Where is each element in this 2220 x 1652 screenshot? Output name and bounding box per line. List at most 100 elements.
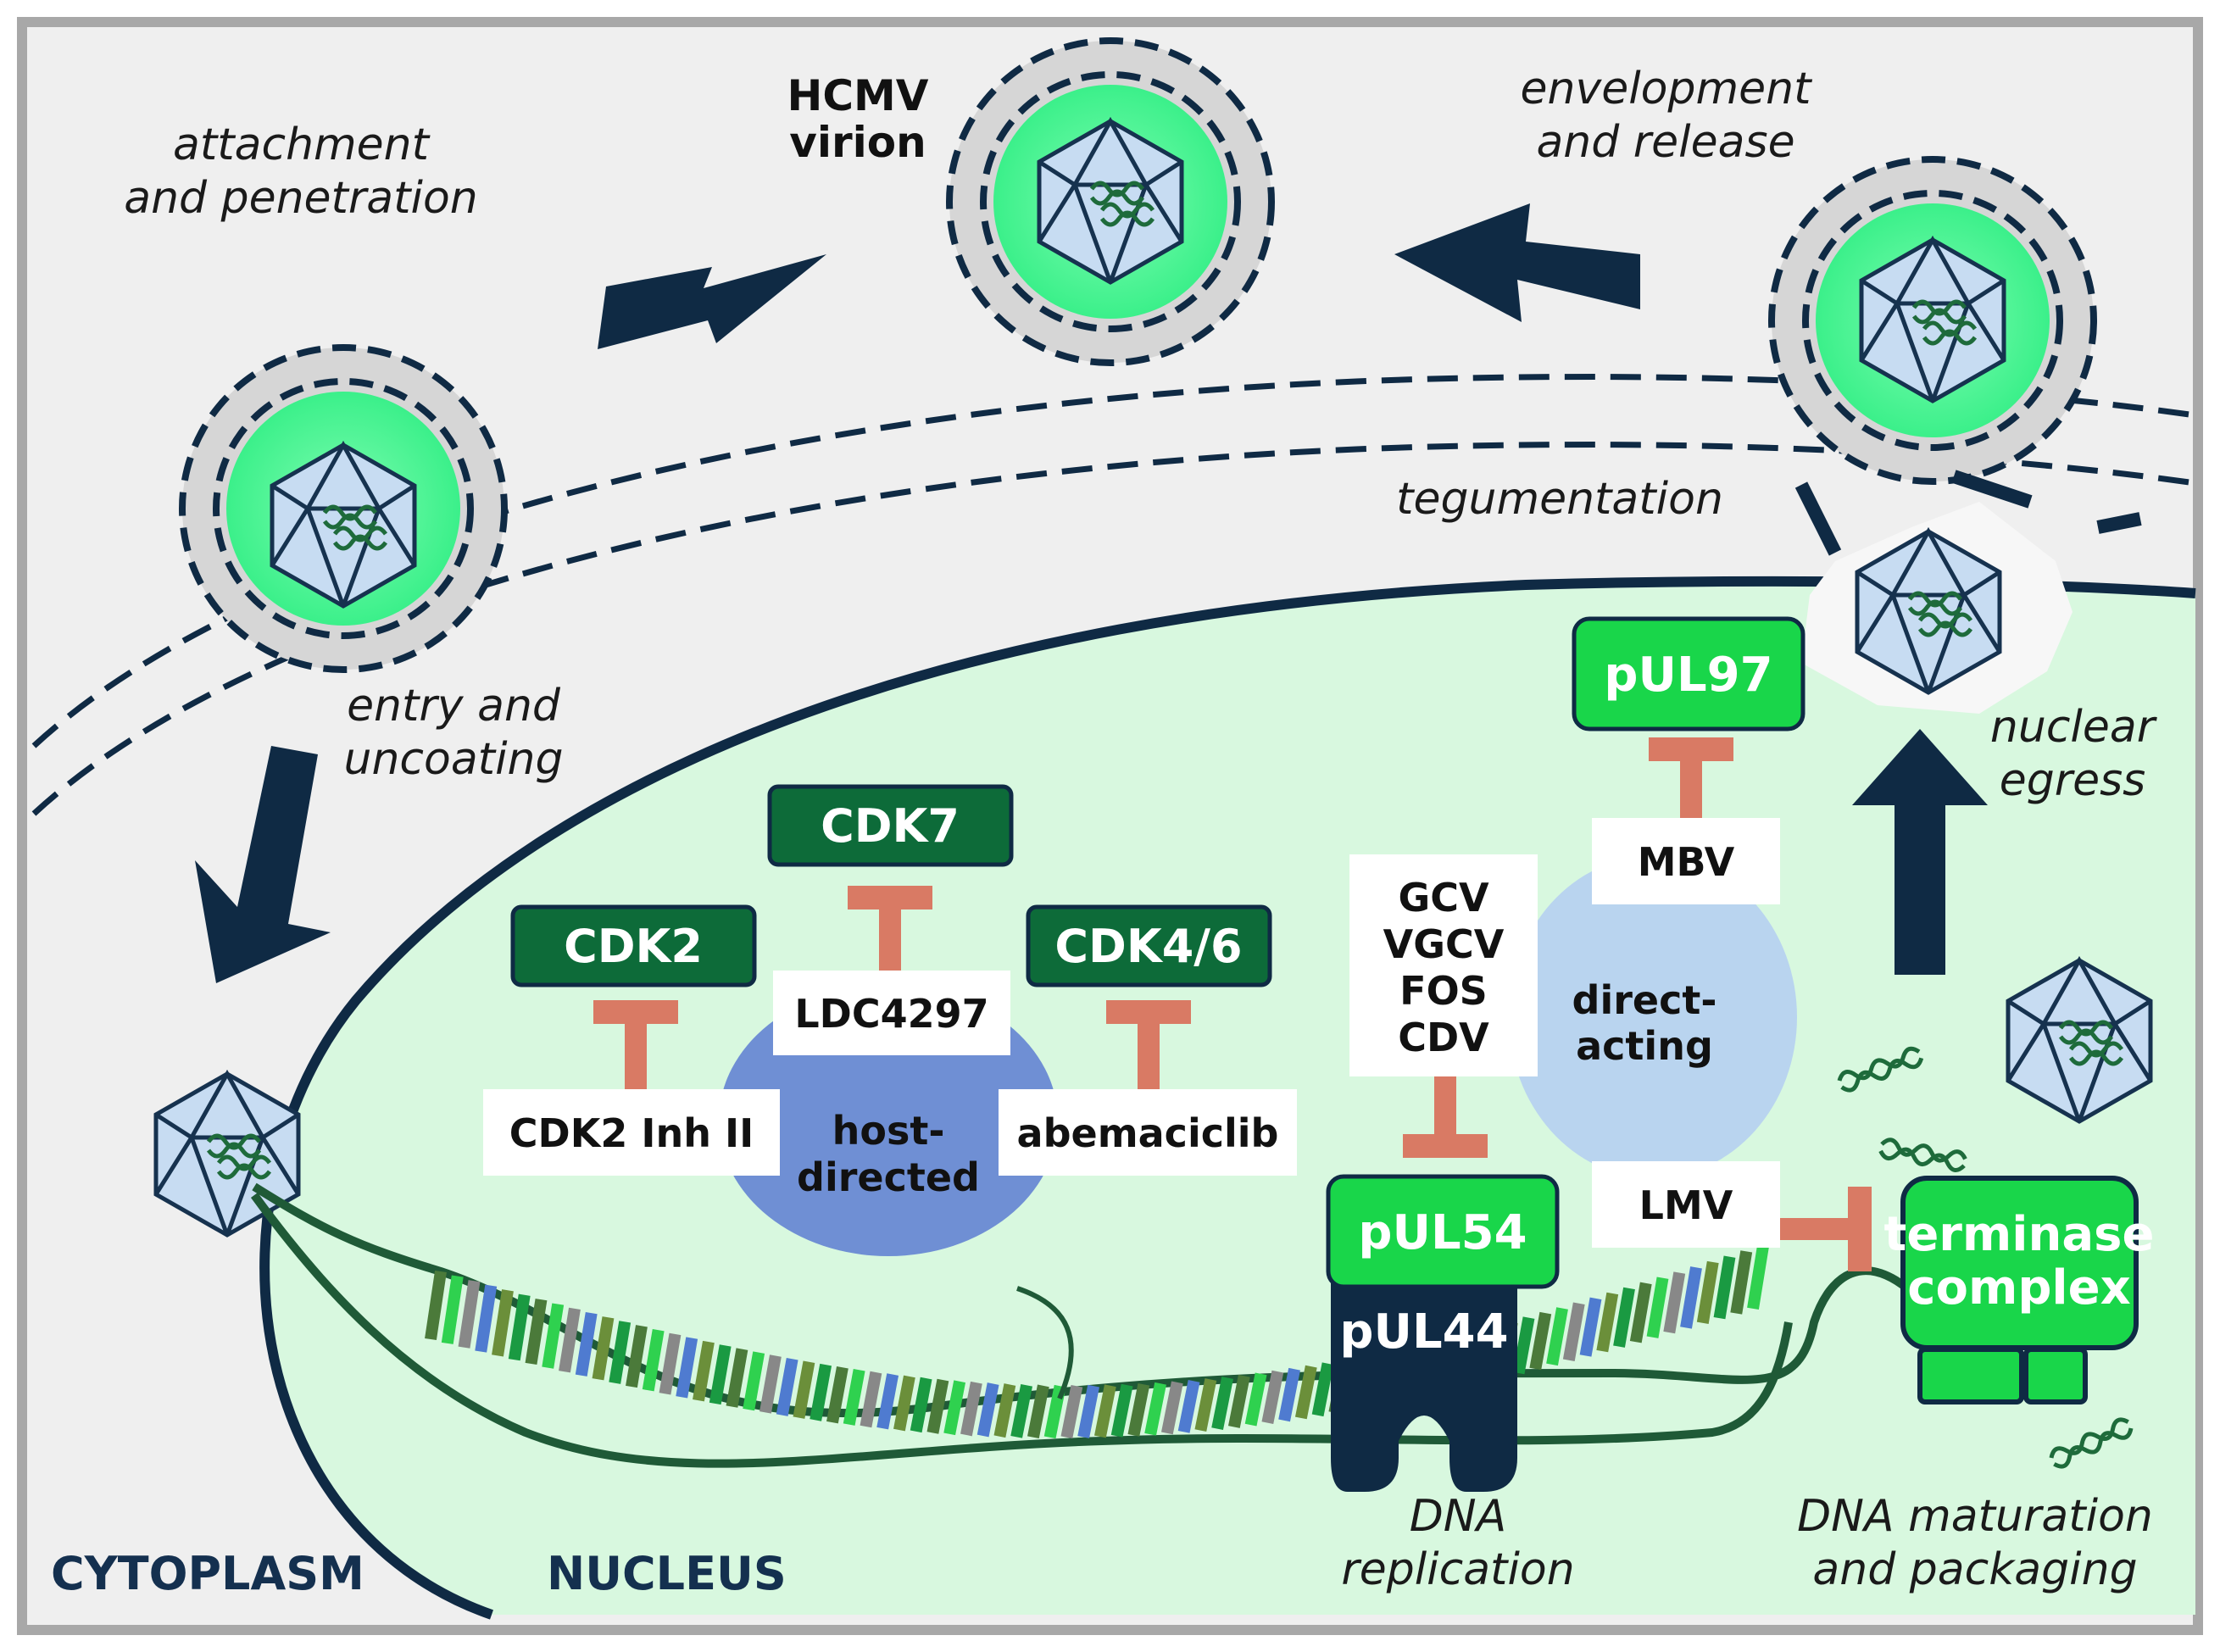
dna-rung <box>1127 1382 1150 1437</box>
dna-rung <box>1194 1378 1217 1432</box>
dna-rung <box>1278 1367 1300 1422</box>
dna-rung <box>826 1366 848 1424</box>
target-pul97: pUL97 <box>1572 616 1805 731</box>
inhibitor-terminase <box>1848 1187 1872 1271</box>
dna-rung <box>926 1378 949 1434</box>
inhibitor-cdk46-stem <box>1138 1024 1160 1093</box>
inhibitor-pul97 <box>1649 737 1733 761</box>
target-cdk46: CDK4/6 <box>1026 904 1272 987</box>
dna-rung <box>993 1383 1016 1438</box>
dna-rung <box>1177 1379 1200 1433</box>
enveloping-virion <box>1768 156 2097 485</box>
dna-rung <box>1529 1311 1552 1371</box>
dna-rung <box>843 1368 865 1426</box>
dna-replication-label-line2: replication <box>1341 1544 1574 1595</box>
dna-rung <box>709 1344 732 1405</box>
target-cdk2: CDK2 <box>510 904 757 987</box>
direct-acting-blob <box>1509 856 1797 1178</box>
tegumentation-capsid <box>1794 470 2142 714</box>
dna-rung <box>559 1307 581 1373</box>
inhibitor-symbols <box>593 737 1872 1271</box>
dna-rung <box>1747 1244 1769 1310</box>
attachment-label-line1: attachment <box>173 120 431 170</box>
dna-rung <box>1077 1384 1099 1438</box>
cdk2-label: CDK2 <box>564 920 703 973</box>
dna-rung <box>810 1363 832 1421</box>
dna-rung <box>492 1289 514 1357</box>
arrow-release-to-attachment <box>598 254 826 349</box>
dna-rung <box>759 1354 782 1414</box>
dna-rung <box>1261 1370 1284 1424</box>
dna-rung <box>726 1348 748 1408</box>
dna-maturation-label-line1: DNA maturation <box>1797 1491 2153 1542</box>
dna-maturation-label-line2: and packaging <box>1812 1544 2137 1595</box>
dna-rung <box>1244 1372 1267 1427</box>
arrow-nuclear-egress <box>1852 729 1988 975</box>
terminase-complex: terminase complex <box>1884 1176 2155 1404</box>
dna-rung <box>525 1299 548 1366</box>
drug-pul54-list: GCV VGCV FOS CDV <box>1349 854 1538 1076</box>
dna-rung <box>776 1357 798 1416</box>
dna-rung <box>1680 1266 1702 1329</box>
hcmv-label-line2: virion <box>789 118 926 167</box>
lifecycle-arrows <box>195 203 1988 983</box>
dna-rung <box>1010 1383 1033 1438</box>
host-directed-label-line2: directed <box>797 1154 980 1200</box>
dna-replication-label-line1: DNA <box>1410 1491 1507 1542</box>
dna-rung <box>1311 1362 1334 1417</box>
dna-rung <box>1512 1316 1535 1375</box>
inhibitor-cdk7 <box>848 886 932 909</box>
fos-label: FOS <box>1399 968 1488 1014</box>
gcv-label: GCV <box>1398 875 1489 921</box>
drug-lmv: LMV <box>1592 1161 1780 1248</box>
dna-rung <box>1579 1297 1602 1357</box>
target-pul54: pUL54 <box>1326 1174 1560 1289</box>
dna-rung <box>1227 1374 1250 1428</box>
dna-rung <box>626 1325 648 1388</box>
nuclear-egress-label-line1: nuclear <box>1990 702 2158 753</box>
dna-rung <box>910 1377 932 1433</box>
host-directed-label-line1: host- <box>832 1108 945 1154</box>
dna-rung <box>458 1280 481 1349</box>
dna-rung <box>1629 1282 1652 1343</box>
dna-rung <box>508 1293 531 1361</box>
drug-abemaciclib: abemaciclib <box>999 1089 1297 1176</box>
dna-rung <box>659 1332 682 1395</box>
inhibitor-cdk2-stem <box>625 1024 647 1093</box>
hcmv-label-line1: HCMV <box>787 71 929 120</box>
nuclear-egress-label-line2: egress <box>2000 755 2146 806</box>
dna-rung <box>1646 1277 1669 1338</box>
ldc4297-label: LDC4297 <box>794 991 988 1037</box>
hcmv-virion <box>946 37 1275 366</box>
dna-rung <box>475 1284 498 1353</box>
arrow-entry <box>195 746 331 983</box>
drug-mbv: MBV <box>1592 818 1780 904</box>
lmv-label: LMV <box>1639 1182 1733 1228</box>
dna-rung <box>943 1380 966 1436</box>
dna-rung <box>793 1360 815 1419</box>
nucleus-label: NUCLEUS <box>547 1547 787 1600</box>
cdk46-label: CDK4/6 <box>1054 920 1242 973</box>
dna-rung <box>1613 1287 1635 1348</box>
dna-rung <box>960 1381 982 1437</box>
inhibitor-pul97-stem <box>1680 761 1702 822</box>
pul54-label: pUL54 <box>1358 1205 1527 1260</box>
drug-ldc4297: LDC4297 <box>773 971 1010 1055</box>
envelopment-label-line1: envelopment <box>1521 64 1813 114</box>
dna-rung <box>1730 1250 1753 1315</box>
cdv-label: CDV <box>1398 1015 1489 1060</box>
inhibitor-pul54 <box>1403 1134 1488 1158</box>
dna-rung <box>425 1270 447 1341</box>
terminase-label-line1: terminase <box>1884 1207 2155 1262</box>
entry-label-line1: entry and <box>347 681 561 731</box>
terminase-label-line2: complex <box>1907 1260 2130 1315</box>
tegumentation-label: tegumentation <box>1396 474 1723 525</box>
dna-rung <box>1696 1260 1719 1324</box>
dna-rung <box>592 1316 615 1381</box>
pul97-label: pUL97 <box>1604 648 1772 703</box>
dna-rung <box>1596 1292 1619 1353</box>
dna-rung <box>693 1340 715 1402</box>
dna-rung <box>1663 1271 1686 1334</box>
dna-rung <box>1110 1383 1133 1438</box>
cytoplasm-label: CYTOPLASM <box>51 1547 364 1600</box>
